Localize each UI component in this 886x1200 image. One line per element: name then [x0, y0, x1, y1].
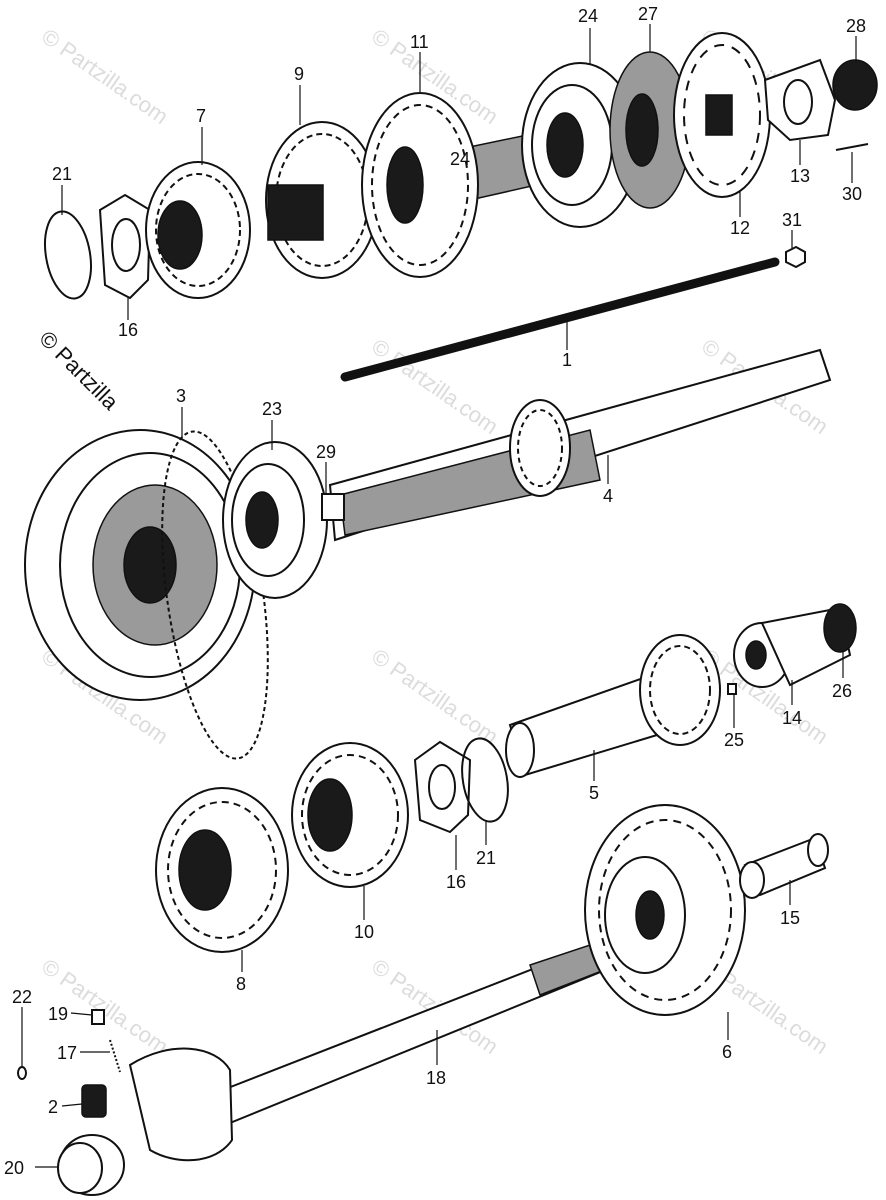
watermark: © Partzilla.com: [37, 24, 173, 130]
mainshaft-gear-teeth: [517, 409, 563, 487]
gear-9-hub: [267, 184, 324, 241]
washer-hole: [111, 218, 141, 272]
push-rod-1: [340, 257, 780, 382]
callout-13: 13: [790, 166, 810, 186]
part-kickstarter-assembly: [17, 804, 829, 1196]
callout-16-lower: 16: [446, 872, 466, 892]
clip-22: [17, 1066, 27, 1080]
part-countershaft-assembly: [44, 32, 878, 300]
callout-7: 7: [196, 106, 206, 126]
callout-11: 11: [410, 32, 429, 52]
callout-20: 20: [4, 1158, 24, 1178]
gear-10-teeth: [301, 754, 399, 876]
callout-24: 24: [578, 6, 598, 26]
washer-16: [98, 193, 152, 300]
watermark: © Partzilla.com: [367, 644, 503, 750]
kick-gear-ratchet: [604, 856, 686, 974]
kick-gear-6: [584, 804, 746, 1016]
screw-19: [91, 1009, 105, 1025]
circlip-21: [44, 210, 92, 300]
nut-28: [832, 59, 878, 111]
callout-19: 19: [48, 1004, 68, 1024]
mainshaft-gear: [509, 399, 571, 497]
callout-1: 1: [562, 350, 572, 370]
pawl-2: [81, 1084, 107, 1118]
callout-26: 26: [832, 681, 852, 701]
gear-8-teeth: [167, 801, 277, 939]
callout-9: 9: [294, 64, 304, 84]
cap-20-face: [57, 1142, 103, 1194]
callout-28: 28: [846, 16, 866, 36]
callout-labels: 28 27 24 11 9 7 21 16 24 13 30 12 31 1 3…: [4, 4, 866, 1178]
callout-15: 15: [780, 908, 800, 928]
plate-hole: [783, 79, 813, 125]
part-gear-cluster: [155, 603, 857, 953]
callout-12: 12: [730, 218, 750, 238]
callout-21: 21: [52, 164, 72, 184]
callout-17: 17: [57, 1043, 77, 1063]
leader-lines: [21, 24, 857, 1168]
bushing-15-flange: [739, 861, 765, 899]
callout-18: 18: [426, 1068, 446, 1088]
sleeve-gear-teeth: [649, 645, 711, 735]
callout-22: 22: [12, 987, 32, 1007]
sprocket-teeth: [683, 44, 761, 186]
callout-16: 16: [118, 320, 138, 340]
callout-2: 2: [48, 1097, 58, 1117]
fixing-plate-13: [763, 58, 837, 142]
sleeve-gear-teeth-body: [639, 634, 721, 746]
washer-16-lower: [413, 740, 472, 834]
callout-3: 3: [176, 386, 186, 406]
callout-23: 23: [262, 399, 282, 419]
callout-6: 6: [722, 1042, 732, 1062]
washer-16-lower-hole: [428, 764, 456, 810]
kick-gear-teeth: [598, 819, 732, 1001]
callout-24-inner: 24: [450, 149, 470, 169]
clutch-outer-bore: [123, 526, 177, 604]
gear-11-bore: [386, 146, 424, 224]
end-26: [823, 603, 857, 653]
sprocket-spline: [705, 94, 733, 136]
gear-8-bore: [178, 829, 232, 911]
callout-30: 30: [842, 184, 862, 204]
callout-4: 4: [603, 486, 613, 506]
pin-25: [727, 683, 737, 695]
gear-7-teeth: [155, 173, 241, 287]
callout-29: 29: [316, 442, 336, 462]
bearing-23-race: [231, 463, 305, 577]
collar-29: [321, 493, 345, 521]
callout-21-lower: 21: [476, 848, 496, 868]
callout-27: 27: [638, 4, 658, 24]
callout-14: 14: [782, 708, 802, 728]
oil-seal-bore: [625, 93, 659, 167]
gear-11-teeth: [371, 104, 469, 266]
part-mainshaft-assembly: [24, 348, 832, 760]
callout-8: 8: [236, 974, 246, 994]
callout-31: 31: [782, 210, 802, 230]
callout-10: 10: [354, 922, 374, 942]
bolt-30: [835, 143, 869, 151]
gear-10-bore: [307, 778, 353, 852]
sleeve-gear-end: [505, 722, 535, 778]
nut-31: [785, 245, 806, 269]
copyright-label: © Partzilla: [34, 326, 123, 415]
gear-7-bore: [157, 200, 203, 270]
spring-17: [109, 1039, 121, 1073]
bushing-14-bore: [745, 640, 767, 670]
bearing-24-bore: [546, 112, 584, 178]
circlip-21-lower: [461, 737, 509, 823]
bearing-23-bore: [245, 491, 279, 549]
bushing-15-end: [807, 833, 829, 867]
callout-25: 25: [724, 730, 744, 750]
callout-5: 5: [589, 783, 599, 803]
kick-gear-bore: [635, 890, 665, 940]
kick-ratchet-cam: [128, 1047, 234, 1162]
